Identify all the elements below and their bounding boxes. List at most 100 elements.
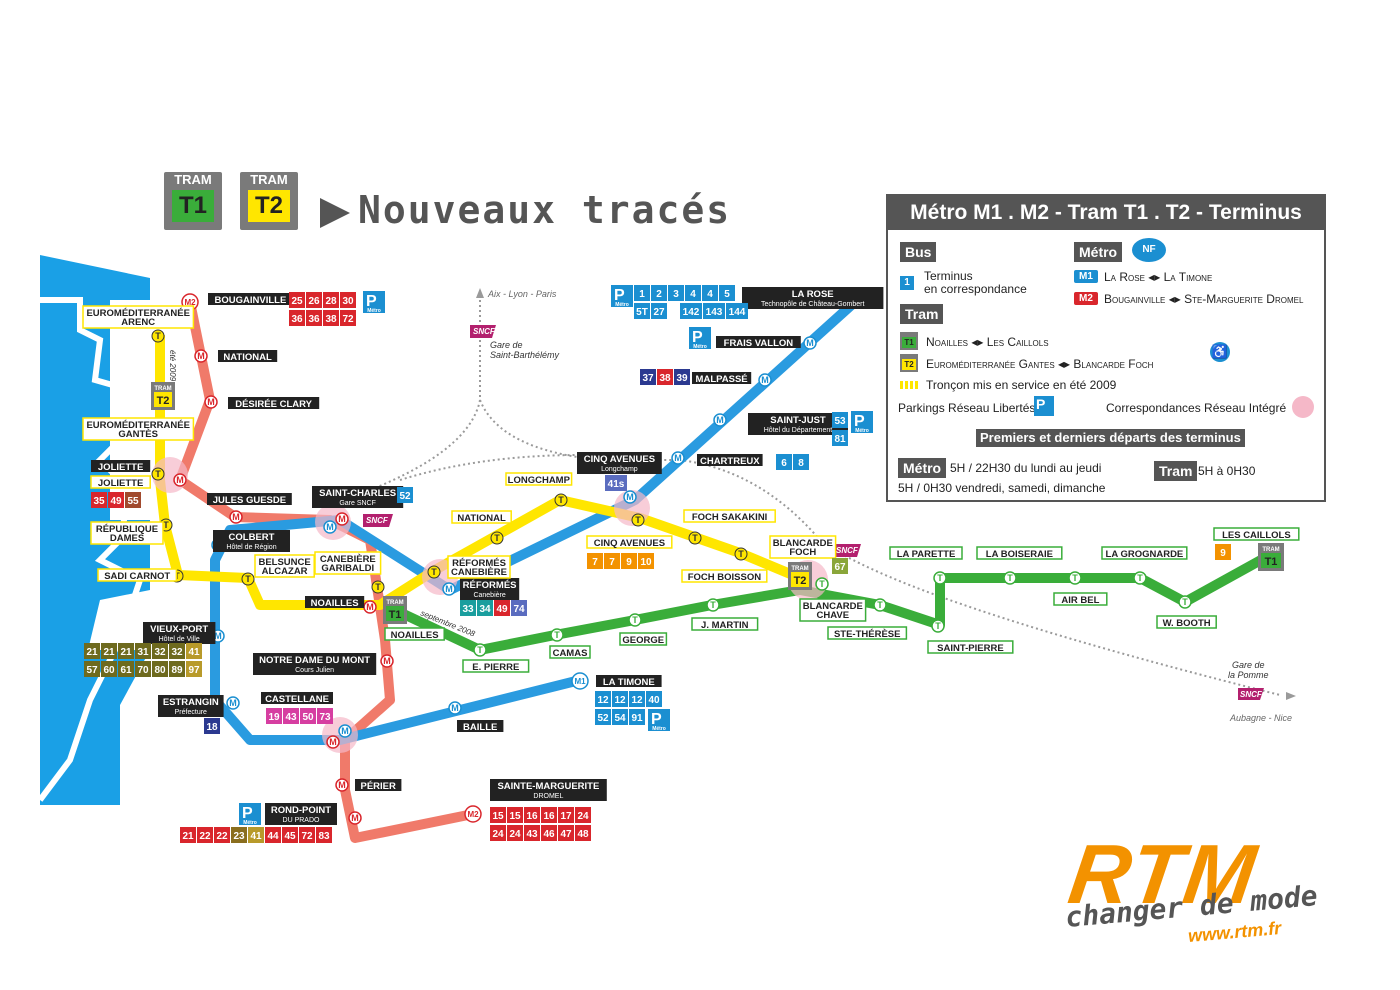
svg-text:M: M xyxy=(197,351,205,361)
station-foch-sakakini: FOCH SAKAKINI xyxy=(683,509,776,523)
svg-text:8: 8 xyxy=(798,458,804,469)
bus-line-38: 38 xyxy=(657,369,673,385)
bus-line-7: 7 xyxy=(604,553,620,569)
bus-line-54: 54 xyxy=(612,709,628,725)
bus-line-7: 7 xyxy=(587,553,603,569)
m-stop: M xyxy=(803,336,817,350)
bus-line-21: 21 xyxy=(101,643,117,659)
sncf-icon: SNCF xyxy=(363,514,393,527)
bus-line-91: 91 xyxy=(629,709,645,725)
bus-line-44: 44 xyxy=(265,827,281,843)
svg-text:17: 17 xyxy=(560,811,572,822)
sncf-icon: SNCF xyxy=(470,325,496,338)
station-name: CINQ AVENUES xyxy=(584,454,655,465)
svg-text:52: 52 xyxy=(399,491,411,502)
station-name: COLBERT xyxy=(229,532,275,543)
legend-t1-icon: T1 xyxy=(900,332,918,350)
t-stop: T xyxy=(241,572,255,586)
station-name: E. PIERRE xyxy=(472,662,519,673)
svg-text:M: M xyxy=(674,453,682,463)
station-sub: DAMES xyxy=(110,533,144,544)
station-name: STE-THÉRÈSE xyxy=(834,629,901,640)
svg-text:97: 97 xyxy=(188,665,200,676)
svg-text:72: 72 xyxy=(342,314,354,325)
svg-text:M: M xyxy=(229,698,237,708)
svg-text:60: 60 xyxy=(103,665,115,676)
bus-line-8: 8 xyxy=(793,454,809,470)
station-name: AIR BEL xyxy=(1061,595,1099,606)
legend-tram-tag: Tram xyxy=(900,304,944,324)
t-stop: T xyxy=(371,580,385,594)
bus-line-144: 144 xyxy=(726,303,748,319)
m-stop: M xyxy=(338,724,352,738)
station-name: NOTRE DAME DU MONT xyxy=(259,655,370,666)
legend-tram-hours-tag: Tram xyxy=(1154,461,1198,481)
ete2009-note: été 2009 xyxy=(168,350,177,382)
station-e-pierre: E. PIERRE xyxy=(462,659,530,673)
station-sub: Cours Julien xyxy=(295,667,334,674)
bus-line-4: 4 xyxy=(685,285,701,301)
bus-line-18: 18 xyxy=(204,718,220,734)
legend-m2-desc: Bougainville ◂▸ Ste-Marguerite Dromel xyxy=(1104,292,1304,306)
svg-text:89: 89 xyxy=(171,665,183,676)
rail-arrow-east xyxy=(1286,692,1296,700)
svg-text:T: T xyxy=(877,600,883,610)
station-name: RÉPUBLIQUE xyxy=(96,524,158,535)
station-name: SAINT-JUST xyxy=(770,415,826,426)
svg-text:38: 38 xyxy=(659,373,671,384)
station-la-timone: LA TIMONE xyxy=(596,675,662,688)
svg-text:M: M xyxy=(176,475,184,485)
station-name: NATIONAL xyxy=(457,513,506,524)
svg-text:73: 73 xyxy=(319,712,331,723)
station-name: BAILLE xyxy=(463,722,497,733)
station-name: NATIONAL xyxy=(223,352,272,363)
wheelchair-icon: ♿ xyxy=(1210,342,1230,362)
station-sub: GARIBALDI xyxy=(321,563,374,574)
m-stop: M xyxy=(173,473,187,487)
t-stop: T xyxy=(631,513,645,527)
station-name: BOUGAINVILLE xyxy=(215,295,287,306)
station-sadi: SADI CARNOT xyxy=(97,568,178,582)
svg-text:43: 43 xyxy=(526,829,538,840)
bus-line-5: 5 xyxy=(719,285,735,301)
svg-text:7: 7 xyxy=(609,557,615,568)
station-sub: CANEBIÈRE xyxy=(451,567,507,578)
svg-text:M: M xyxy=(338,514,346,524)
gare-pomme-label2: la Pomme xyxy=(1228,670,1269,680)
t-stop: T xyxy=(706,598,720,612)
station-name: LA ROSE xyxy=(792,289,834,300)
svg-text:91: 91 xyxy=(631,713,643,724)
svg-text:SNCF: SNCF xyxy=(1240,690,1263,699)
station-noailles-t: NOAILLES xyxy=(384,627,445,641)
station-george: GEORGE xyxy=(619,632,668,646)
svg-text:7: 7 xyxy=(592,557,598,568)
station-desiree: DÉSIRÉE CLARY xyxy=(228,397,320,410)
t-stop: T xyxy=(734,547,748,561)
bus-line-5T: 5T xyxy=(634,303,650,319)
svg-text:45: 45 xyxy=(284,831,296,842)
svg-text:T: T xyxy=(937,573,943,583)
svg-text:38: 38 xyxy=(325,314,337,325)
svg-text:23: 23 xyxy=(233,831,245,842)
svg-text:T: T xyxy=(554,630,560,640)
gare-sb-label2: Saint-Barthélémy xyxy=(490,350,560,360)
legend-parkings: Parkings Réseau Libertés xyxy=(898,401,1036,415)
svg-text:18: 18 xyxy=(206,722,218,733)
bus-line-22: 22 xyxy=(214,827,230,843)
svg-text:T: T xyxy=(431,567,437,577)
t-stop: T xyxy=(554,493,568,507)
svg-text:Métro: Métro xyxy=(855,428,869,434)
m-stop: M xyxy=(194,349,208,363)
bus-line-50: 50 xyxy=(300,708,316,724)
svg-text:Métro: Métro xyxy=(615,302,629,308)
bus-line-24: 24 xyxy=(575,807,591,823)
svg-text:P: P xyxy=(854,413,865,430)
bus-line-10: 10 xyxy=(638,553,654,569)
svg-text:25: 25 xyxy=(291,296,303,307)
